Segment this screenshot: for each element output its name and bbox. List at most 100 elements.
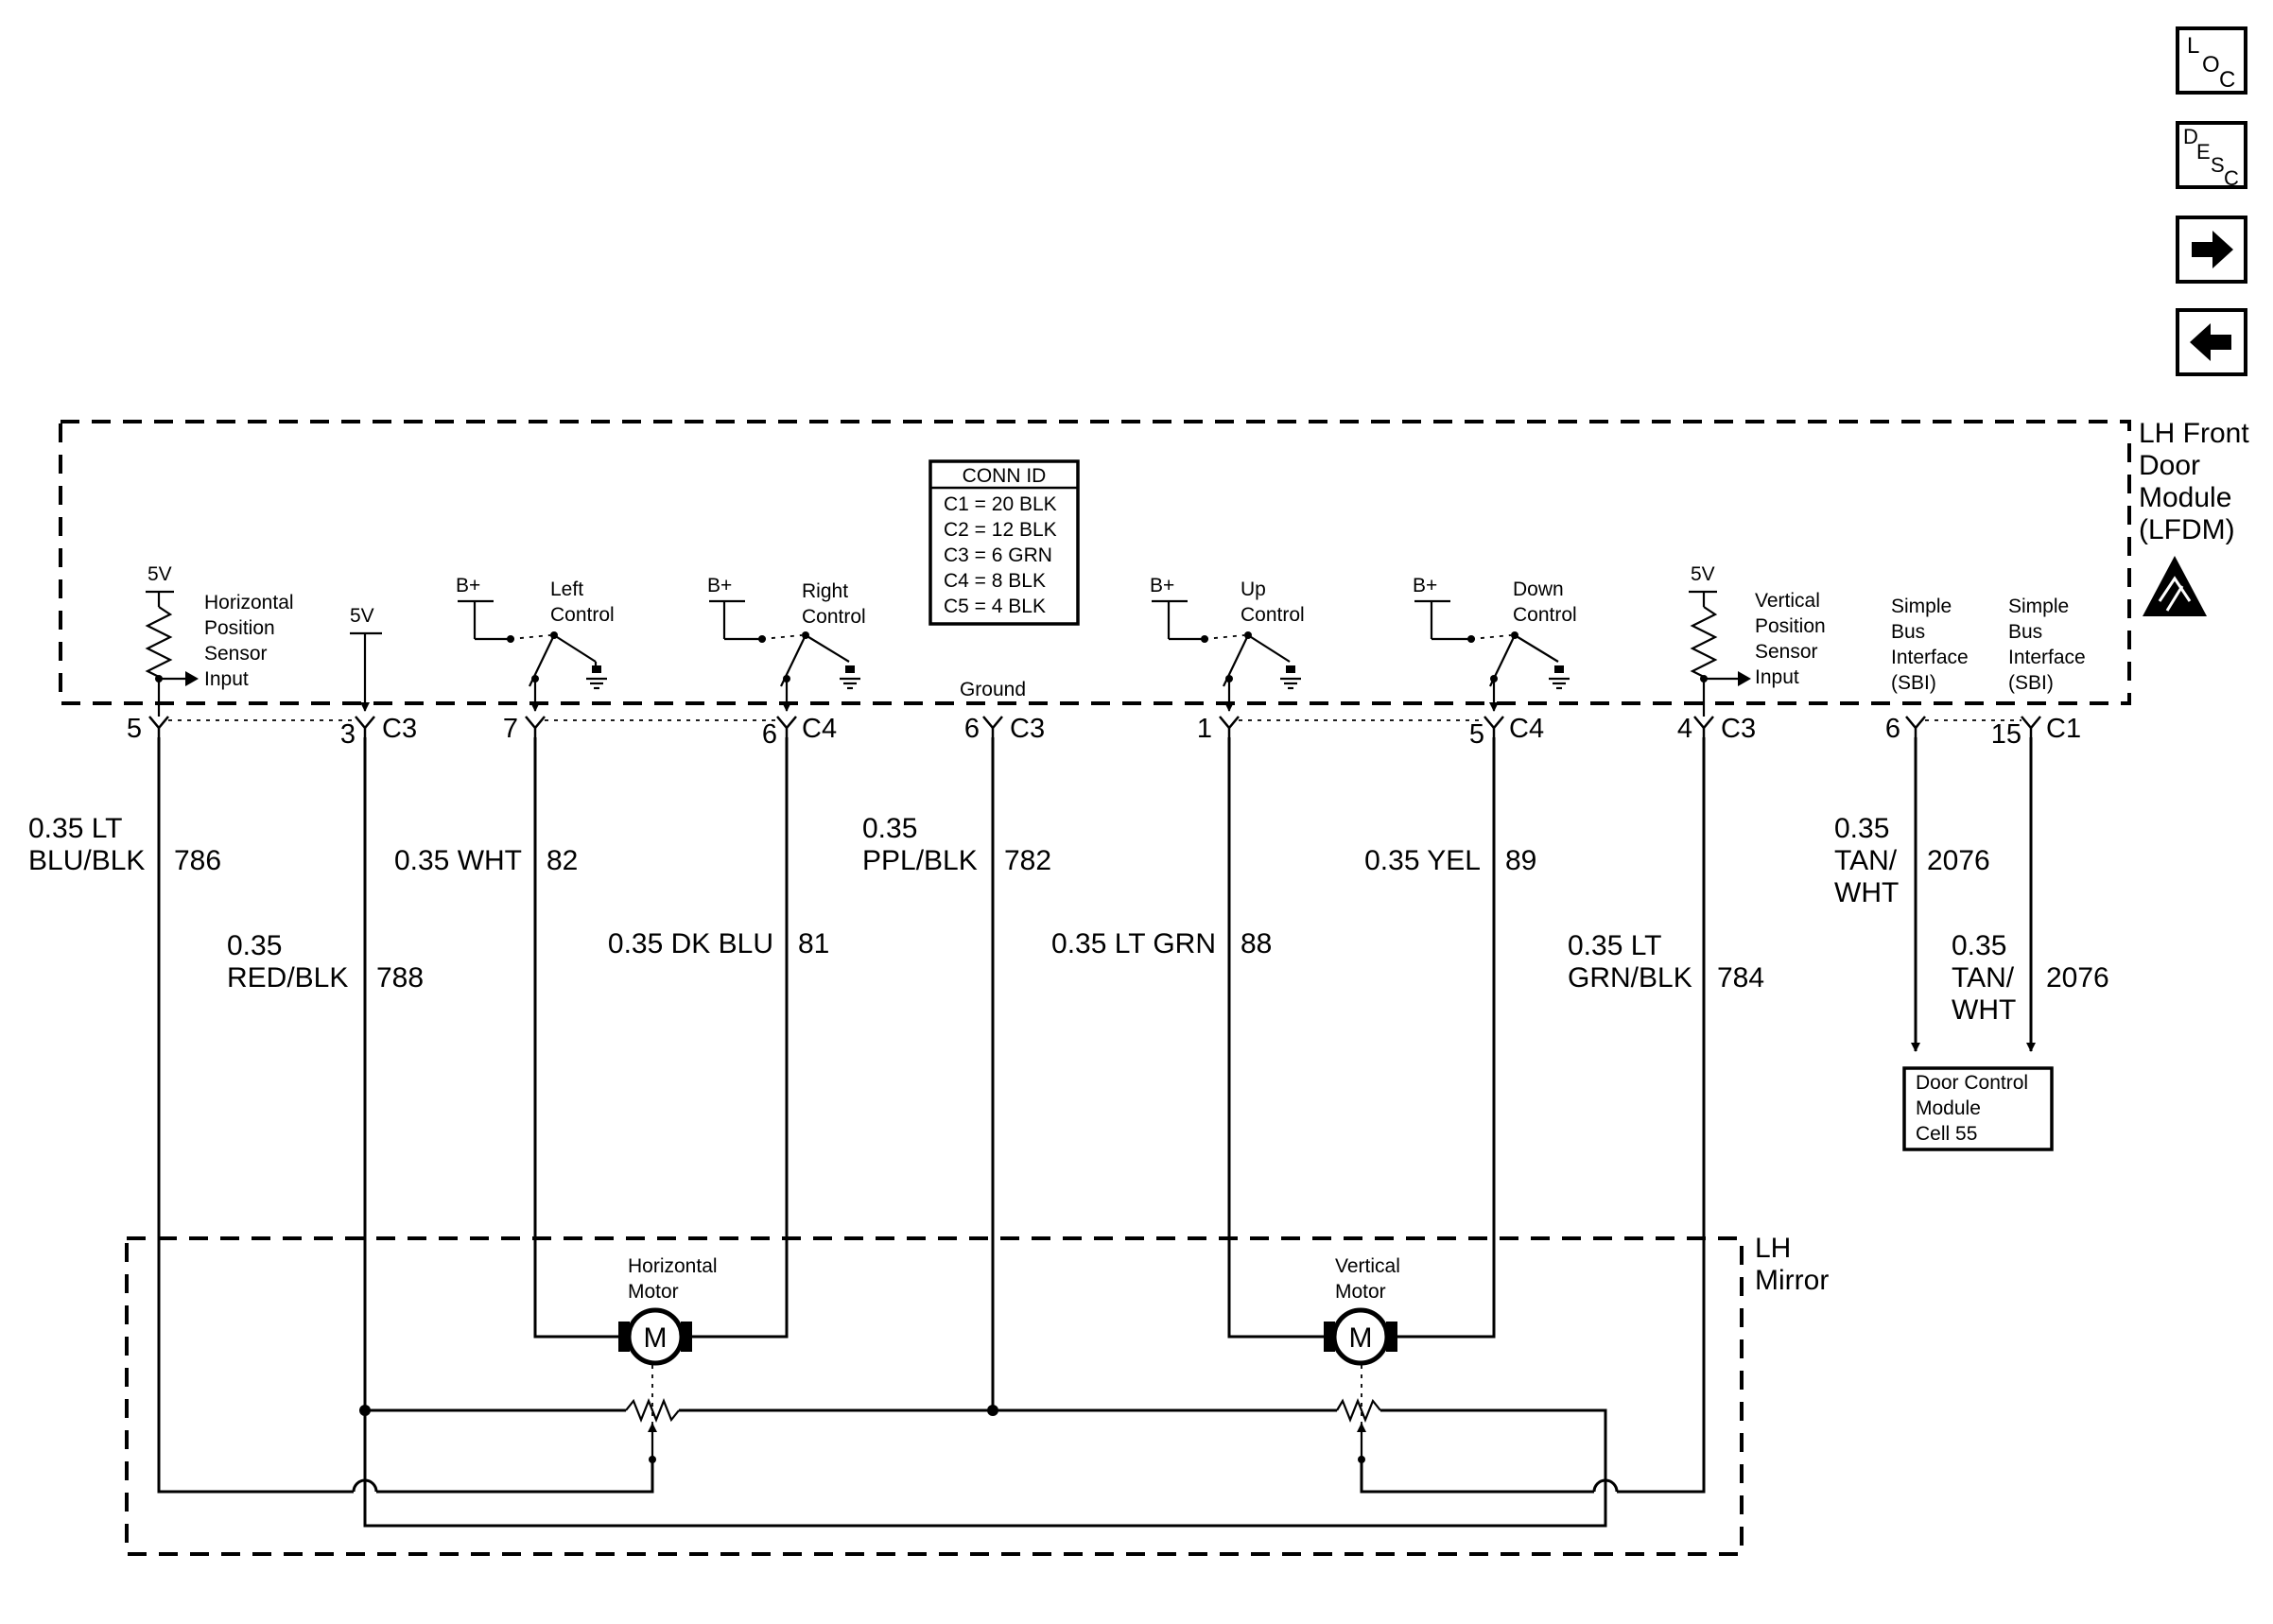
door-control-module-box[interactable]: Door Control Module Cell 55 [1902,1066,2054,1151]
wire-color: 0.35 LT GRN [1051,928,1216,959]
svg-text:C: C [2224,166,2239,190]
pin-number: 6 [1885,714,1900,744]
wire-color: GRN/BLK [1568,962,1692,993]
wire-circuit: 82 [547,845,578,876]
wire-color: 0.35 WHT [394,845,522,876]
wire-color: PPL/BLK [862,845,978,876]
svg-text:Down: Down [1513,579,1564,600]
svg-text:Input: Input [1755,666,1799,688]
wire-88 [1227,737,1326,1339]
svg-text:Cell 55: Cell 55 [1916,1123,1977,1145]
connector-id: C4 [1509,714,1544,744]
module-name: LH Front Door Module (LFDM) [2139,418,2249,545]
wire-color: WHT [1834,877,1899,908]
vertical-motor: Vertical Motor M [1324,1255,1400,1425]
svg-text:Position: Position [204,617,275,639]
lh-mirror-boundary [125,1236,1744,1556]
wire-color: 0.35 [1834,813,1889,844]
arrow-left-icon [2190,323,2231,361]
connector-id: C3 [1010,714,1045,744]
svg-text:Horizontal: Horizontal [204,592,294,613]
svg-text:Bus: Bus [2008,621,2042,643]
svg-text:Mirror: Mirror [1755,1265,1829,1296]
wire-81 [690,737,789,1339]
location-button[interactable]: L O C [2176,26,2247,95]
svg-text:Simple: Simple [2008,596,2069,617]
svg-text:Right: Right [802,580,848,602]
wire-color: 0.35 YEL [1364,845,1481,876]
motor-symbol: M [1349,1322,1373,1354]
svg-text:Motor: Motor [628,1281,679,1303]
svg-text:Control: Control [1513,604,1577,626]
back-button[interactable] [2176,308,2247,376]
wire-circuit: 786 [174,845,221,876]
svg-text:B+: B+ [456,575,480,596]
wire-circuit: 788 [376,962,424,993]
wire-color: TAN/ [1834,845,1898,876]
connector-terminals [148,716,2041,737]
svg-text:B+: B+ [707,575,732,596]
svg-text:C: C [2219,67,2235,93]
mirror-name: LH Mirror [1755,1233,1829,1296]
svg-text:5V: 5V [350,605,374,627]
wire-color: 0.35 LT [28,813,123,844]
reference-5v: 5V [350,605,382,712]
forward-button[interactable] [2176,216,2247,284]
wire-color: BLU/BLK [28,845,145,876]
wire-784 [1360,737,1706,1494]
conn-id-title: CONN ID [963,465,1047,487]
pin-number: 3 [340,719,356,750]
horizontal-position-sensor-input: 5V Horizontal Position Sensor Input [145,563,294,717]
pin-number: 6 [762,719,777,750]
wire-color: 0.35 [862,813,917,844]
left-control-switch: B+ Left Control [456,575,615,712]
connector-id: C4 [802,714,837,744]
wire-circuit: 2076 [2046,962,2109,993]
svg-text:Sensor: Sensor [1755,641,1818,663]
wire-89 [1397,737,1496,1339]
svg-text:O: O [2202,52,2220,78]
conn-id-table: CONN ID C1 = 20 BLK C2 = 12 BLK C3 = 6 G… [928,459,1080,626]
wire-circuit: 782 [1004,845,1051,876]
svg-text:(LFDM): (LFDM) [2139,514,2235,545]
svg-text:Left: Left [550,579,583,600]
wire-circuit: 88 [1241,928,1272,959]
wire-color: 0.35 [1952,930,2006,961]
svg-text:Bus: Bus [1891,621,1925,643]
svg-text:L: L [2187,33,2199,59]
conn-id-row: C1 = 20 BLK [944,493,1057,515]
horizontal-position-potentiometer [625,1398,680,1463]
sbi-label-2: Simple Bus Interface (SBI) [2008,596,2086,694]
wire-circuit: 2076 [1927,845,1990,876]
svg-text:Module: Module [2139,482,2231,513]
wire-color: 0.35 DK BLU [608,928,773,959]
svg-text:Interface: Interface [2008,647,2086,668]
svg-text:(SBI): (SBI) [1891,672,1936,694]
up-control-switch: B+ Up Control [1150,575,1305,712]
svg-text:Module: Module [1916,1097,1981,1119]
svg-text:S: S [2211,153,2225,177]
svg-text:Door Control: Door Control [1916,1072,2028,1094]
svg-text:(SBI): (SBI) [2008,672,2054,694]
wire-circuit: 89 [1505,845,1536,876]
svg-text:B+: B+ [1413,575,1437,596]
svg-text:Door: Door [2139,450,2200,481]
wire-color: TAN/ [1952,962,2015,993]
svg-text:Simple: Simple [1891,596,1952,617]
wire-color: 0.35 [227,930,282,961]
pin-number: 7 [503,714,518,744]
wire-788 [363,737,1607,1528]
svg-text:Control: Control [1241,604,1305,626]
svg-text:Vertical: Vertical [1335,1255,1400,1277]
conn-id-row: C3 = 6 GRN [944,544,1052,566]
down-control-switch: B+ Down Control [1413,575,1577,712]
esd-warning-icon [2143,556,2207,616]
svg-text:B+: B+ [1150,575,1174,596]
description-button[interactable]: D E S C [2176,121,2247,190]
motor-symbol: M [644,1322,668,1354]
vertical-position-sensor-input: 5V Vertical Position Sensor Input [1689,563,1826,717]
wire-color: 0.35 LT [1568,930,1662,961]
right-control-switch: B+ Right Control [707,575,866,712]
svg-text:LH: LH [1755,1233,1791,1264]
